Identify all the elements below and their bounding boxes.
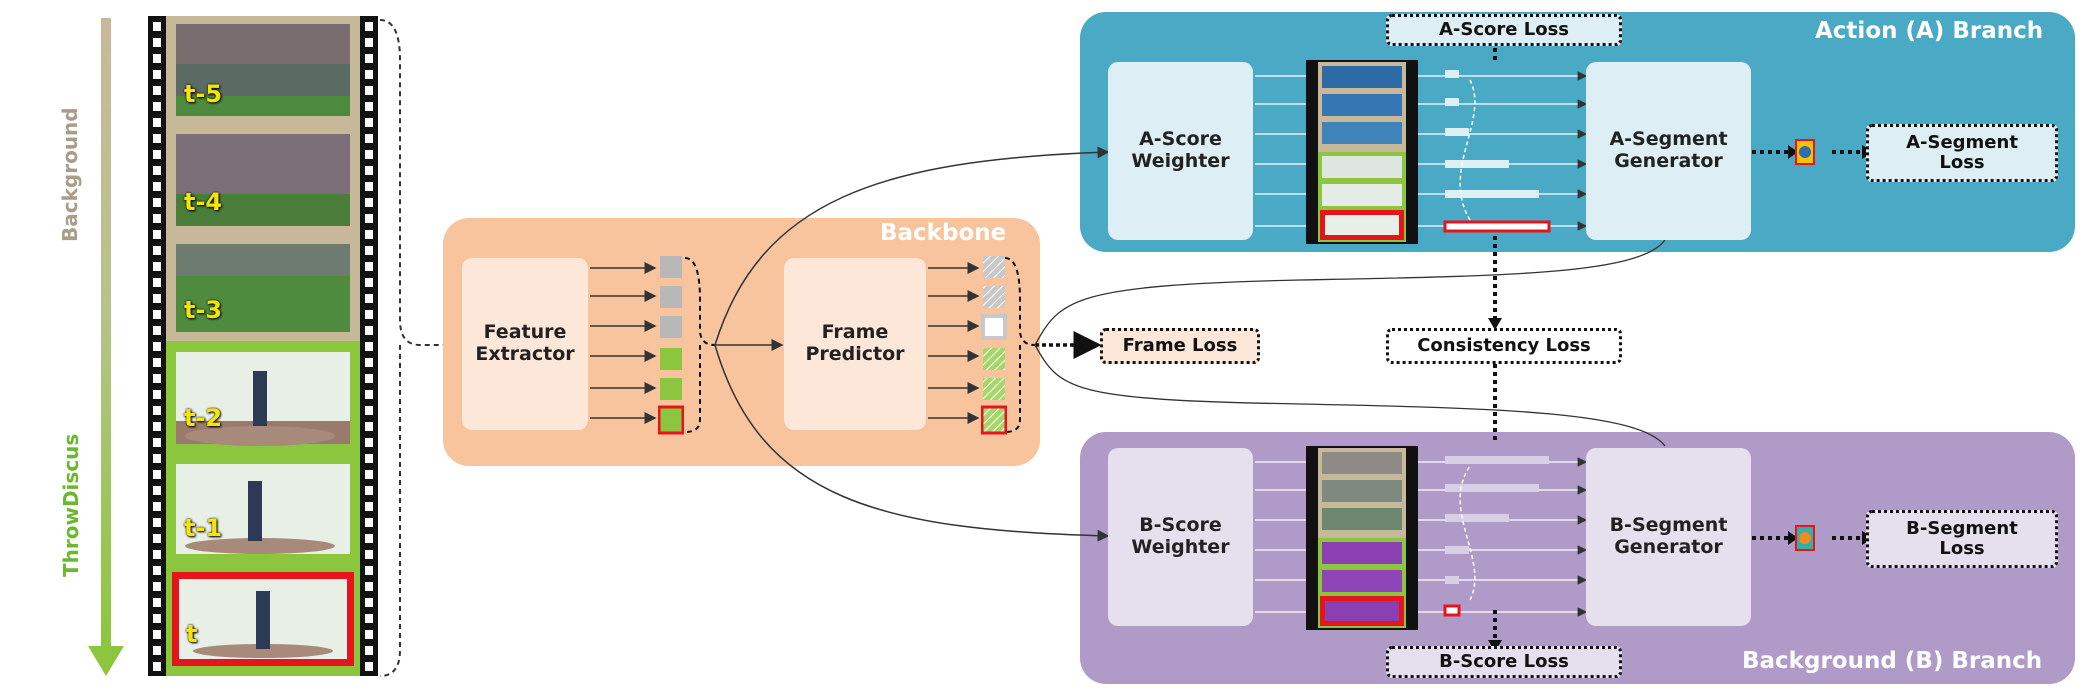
background-branch-title: Background (B) Branch xyxy=(1742,648,2043,674)
timeline-arrow xyxy=(88,18,124,678)
consistency-loss: Consistency Loss xyxy=(1386,328,1622,364)
predicted-blocks xyxy=(980,256,1008,436)
input-film-strip xyxy=(148,16,378,676)
b-weighted-film-strip xyxy=(1306,446,1418,630)
frame-label-t-2: t-2 xyxy=(184,404,223,432)
frame-label-t-1: t-1 xyxy=(184,514,223,542)
b-score-loss: B-Score Loss xyxy=(1386,646,1622,678)
a-score-loss: A-Score Loss xyxy=(1386,14,1622,46)
a-weighted-film-strip xyxy=(1306,60,1418,244)
frame-label-t-4: t-4 xyxy=(184,188,223,216)
frame-label-t: t xyxy=(186,620,198,648)
action-branch-title: Action (A) Branch xyxy=(1815,18,2044,44)
frame-label-t-3: t-3 xyxy=(184,296,223,324)
frame-loss: Frame Loss xyxy=(1100,328,1260,364)
feature-blocks xyxy=(657,256,685,436)
backbone-title: Backbone xyxy=(880,220,1007,246)
frame-label-t-5: t-5 xyxy=(184,80,223,108)
